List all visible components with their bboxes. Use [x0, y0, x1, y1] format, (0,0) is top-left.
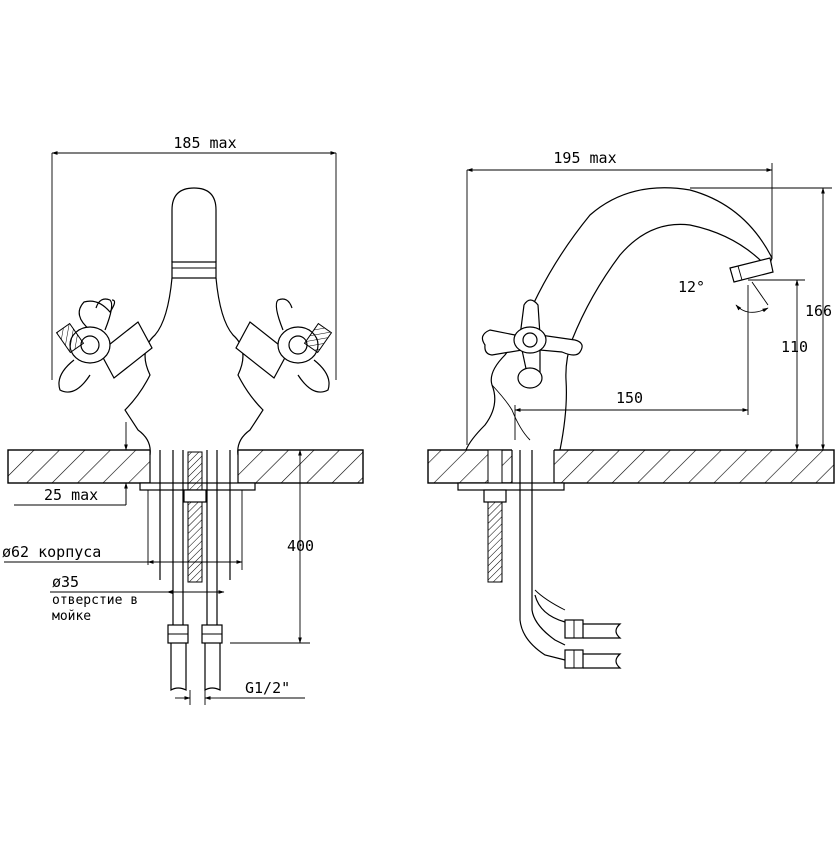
label-spout-angle: 12° [678, 278, 705, 296]
label-body-diameter: ø62 корпуса [2, 543, 101, 561]
dim-thickness: 25 max [14, 422, 128, 506]
side-view: 195 max 12° 150 110 166 [427, 149, 835, 669]
label-hole-note-1: отверстие в [52, 593, 138, 608]
mounting-stems-front [159, 450, 231, 692]
label-hole-diameter: ø35 [52, 573, 79, 591]
dim-thread: G1/2" [175, 679, 305, 705]
label-front-width: 185 max [173, 134, 236, 152]
label-thread: G1/2" [245, 679, 290, 697]
label-side-width: 195 max [553, 149, 616, 167]
dim-hole-diameter: ø35 отверстие в мойке [50, 573, 225, 624]
countertop-front [7, 449, 364, 485]
dim-body-diameter: ø62 корпуса [2, 490, 243, 570]
mounting-stem-side [483, 450, 622, 669]
dim-side-width: 195 max [466, 149, 773, 445]
dim-spout-reach: 150 [514, 285, 749, 440]
dim-spout-height: 110 [770, 279, 808, 451]
label-thickness: 25 max [44, 486, 98, 504]
label-total-height: 166 [805, 302, 832, 320]
countertop-side [427, 449, 835, 485]
label-hole-note-2: мойке [52, 609, 91, 624]
handle-right-front [235, 298, 333, 393]
handle-left-front [55, 298, 153, 393]
front-view: 185 max 25 max ø62 корпуса ø35 отверстие… [2, 134, 364, 705]
dim-total-height: 166 [690, 187, 832, 451]
label-hose-length: 400 [287, 537, 314, 555]
faucet-body-side [457, 187, 774, 491]
label-spout-height: 110 [781, 338, 808, 356]
label-spout-reach: 150 [616, 389, 643, 407]
dim-front-width: 185 max [51, 134, 337, 380]
dim-hose-length: 400 [230, 449, 314, 644]
dim-spout-angle: 12° [678, 278, 800, 313]
